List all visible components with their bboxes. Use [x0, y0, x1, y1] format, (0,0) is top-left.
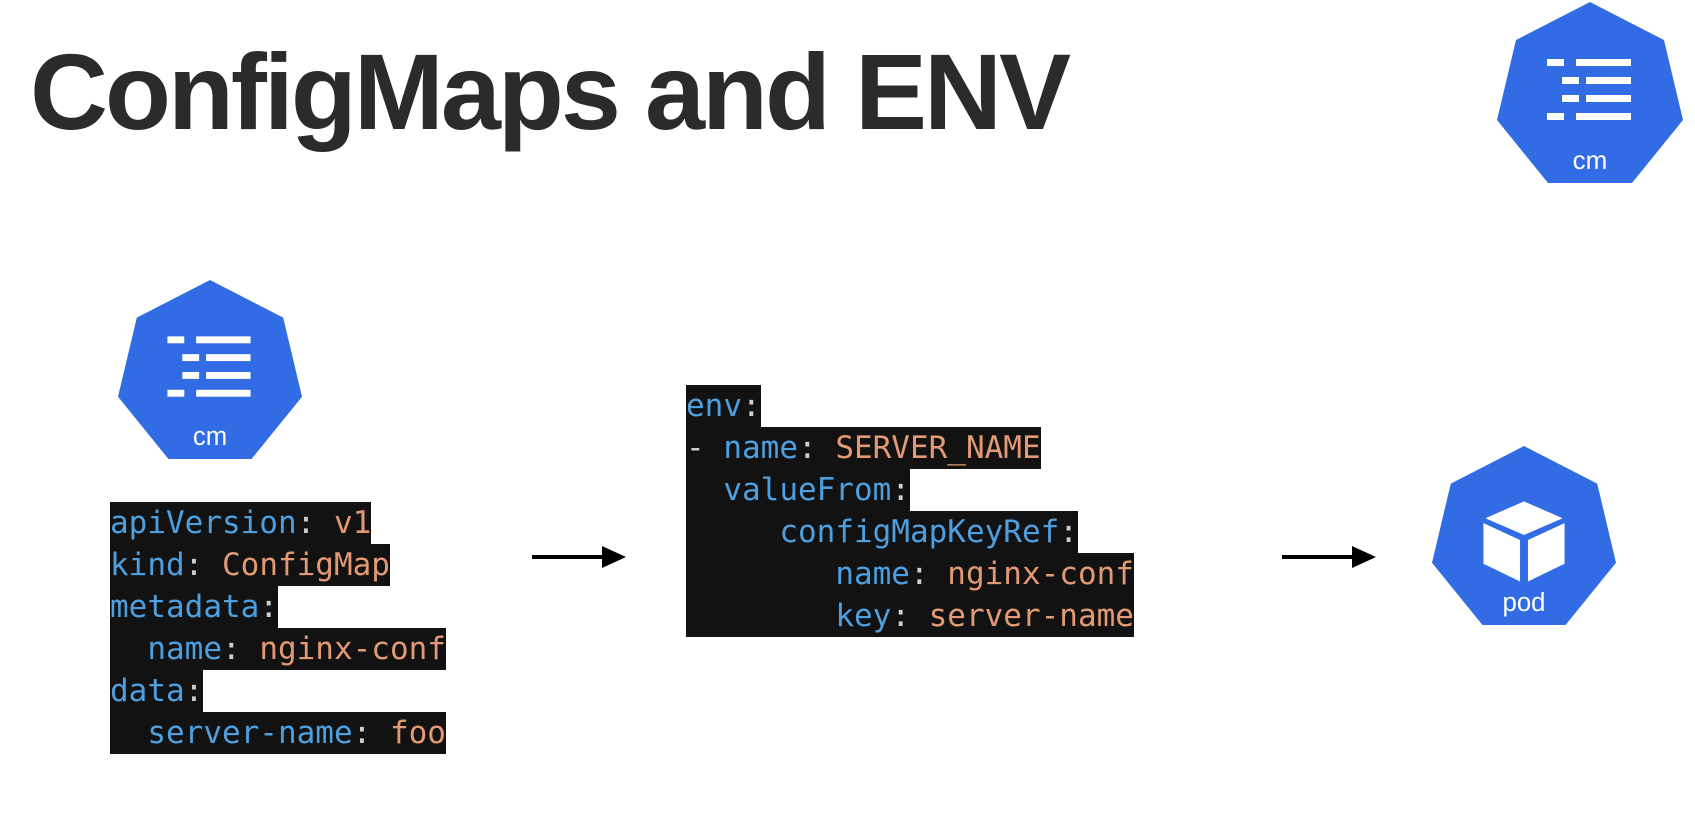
- code-key: name: [723, 430, 798, 466]
- code-value: SERVER_NAME: [816, 430, 1041, 466]
- code-indent: [110, 715, 147, 751]
- code-separator: :: [352, 715, 372, 751]
- code-key: data: [110, 673, 185, 709]
- code-indent: [686, 472, 723, 508]
- code-line-highlight: server-name: foo: [110, 712, 446, 754]
- arrow-right-icon: [530, 542, 630, 572]
- code-line-highlight: key: server-name: [686, 595, 1134, 637]
- code-value: ConfigMap: [203, 547, 390, 583]
- code-separator: :: [891, 472, 910, 508]
- code-value: foo: [371, 715, 446, 751]
- code-separator: :: [184, 673, 204, 709]
- code-indent: [686, 514, 779, 550]
- code-separator: :: [259, 589, 278, 625]
- code-indent: [686, 556, 835, 592]
- code-separator: :: [742, 388, 761, 424]
- code-separator: :: [797, 430, 817, 466]
- configmap-icon-top-label: cm: [1573, 145, 1608, 175]
- code-separator: :: [221, 631, 241, 667]
- code-line-highlight: metadata:: [110, 586, 278, 628]
- code-line: metadata:: [110, 586, 446, 628]
- code-value: nginx-conf: [928, 556, 1134, 592]
- code-separator: :: [184, 547, 204, 583]
- code-line: data:: [110, 670, 446, 712]
- code-line: key: server-name: [686, 595, 1134, 637]
- code-key: configMapKeyRef: [779, 514, 1060, 550]
- code-indent: [686, 598, 835, 634]
- code-key: server-name: [147, 715, 353, 751]
- pod-icon: pod: [1430, 444, 1618, 627]
- code-line: - name: SERVER_NAME: [686, 427, 1134, 469]
- code-separator: :: [296, 505, 316, 541]
- code-value: server-name: [909, 598, 1134, 634]
- configmap-icon-top: cm: [1495, 0, 1685, 185]
- code-line-highlight: name: nginx-conf: [686, 553, 1134, 595]
- code-line: name: nginx-conf: [110, 628, 446, 670]
- code-line-highlight: apiVersion: v1: [110, 502, 372, 544]
- code-indent: -: [686, 430, 724, 466]
- code-separator: :: [891, 598, 910, 634]
- configmap-icon-label: cm: [193, 423, 227, 451]
- code-key: metadata: [110, 589, 260, 625]
- pod-icon-label: pod: [1503, 589, 1546, 617]
- code-line-highlight: - name: SERVER_NAME: [686, 427, 1041, 469]
- code-line: env:: [686, 385, 1134, 427]
- code-line: apiVersion: v1: [110, 502, 446, 544]
- code-line: kind: ConfigMap: [110, 544, 446, 586]
- code-line: configMapKeyRef:: [686, 511, 1134, 553]
- code-value: v1: [315, 505, 372, 541]
- code-indent: [110, 631, 147, 667]
- code-line: server-name: foo: [110, 712, 446, 754]
- code-key: key: [835, 598, 892, 634]
- configmap-icon: cm: [116, 278, 304, 461]
- code-key: valueFrom: [723, 472, 892, 508]
- code-line-highlight: env:: [686, 385, 761, 427]
- code-key: env: [686, 388, 742, 424]
- code-key: name: [147, 631, 222, 667]
- code-line-highlight: name: nginx-conf: [110, 628, 446, 670]
- code-line: valueFrom:: [686, 469, 1134, 511]
- code-line-highlight: data:: [110, 670, 204, 712]
- code-line: name: nginx-conf: [686, 553, 1134, 595]
- code-separator: :: [1059, 514, 1078, 550]
- code-key: kind: [110, 547, 185, 583]
- code-value: nginx-conf: [240, 631, 446, 667]
- code-line-highlight: configMapKeyRef:: [686, 511, 1078, 553]
- page-title: ConfigMaps and ENV: [30, 31, 1071, 152]
- code-key: apiVersion: [110, 505, 297, 541]
- code-line-highlight: kind: ConfigMap: [110, 544, 390, 586]
- code-key: name: [835, 556, 910, 592]
- arrow-right-icon: [1280, 542, 1380, 572]
- code-line-highlight: valueFrom:: [686, 469, 910, 511]
- code-separator: :: [909, 556, 929, 592]
- env-yaml: env:- name: SERVER_NAME valueFrom: confi…: [686, 385, 1134, 637]
